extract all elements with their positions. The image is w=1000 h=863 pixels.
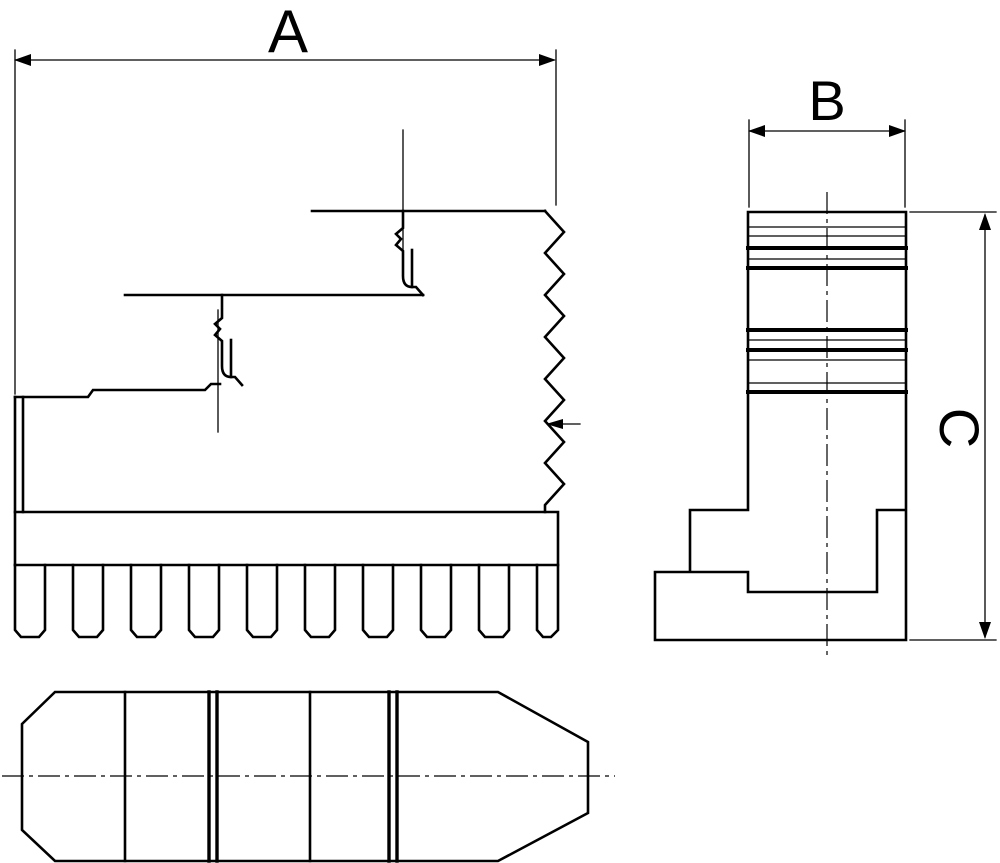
side-view — [13, 129, 581, 639]
dimension-a-label: A — [268, 0, 308, 65]
lower-step-hook — [213, 293, 244, 433]
dimension-a-arrow-left — [14, 54, 31, 66]
dimension-b-arrow-left — [748, 125, 765, 137]
dimension-c-label: C — [928, 408, 991, 448]
side-view-serrated-edge — [543, 209, 566, 514]
dimension-a-arrow-right — [539, 54, 556, 66]
serration-pointer — [546, 419, 581, 429]
side-view-lower-step-edge — [13, 382, 222, 399]
bottom-view-outline — [20, 690, 590, 863]
dimension-c-arrow-bottom — [979, 622, 991, 639]
bottom-view — [2, 690, 615, 863]
dimension-c-arrow-top — [979, 213, 991, 230]
upper-step-hook-profile — [394, 209, 425, 297]
dimension-b-arrow-right — [889, 125, 906, 137]
front-view — [653, 192, 908, 658]
dimension-a: A — [14, 0, 557, 395]
lower-step-hook-profile — [213, 293, 244, 387]
side-view-teeth — [13, 563, 560, 639]
side-view-base-band — [13, 510, 560, 567]
dimension-b-label: B — [808, 69, 845, 132]
serration-pointer-arrow — [546, 419, 563, 429]
front-view-outline — [653, 210, 908, 642]
dimension-c: C — [909, 211, 997, 641]
dimension-b: B — [748, 69, 906, 208]
upper-step-hook — [394, 129, 425, 297]
